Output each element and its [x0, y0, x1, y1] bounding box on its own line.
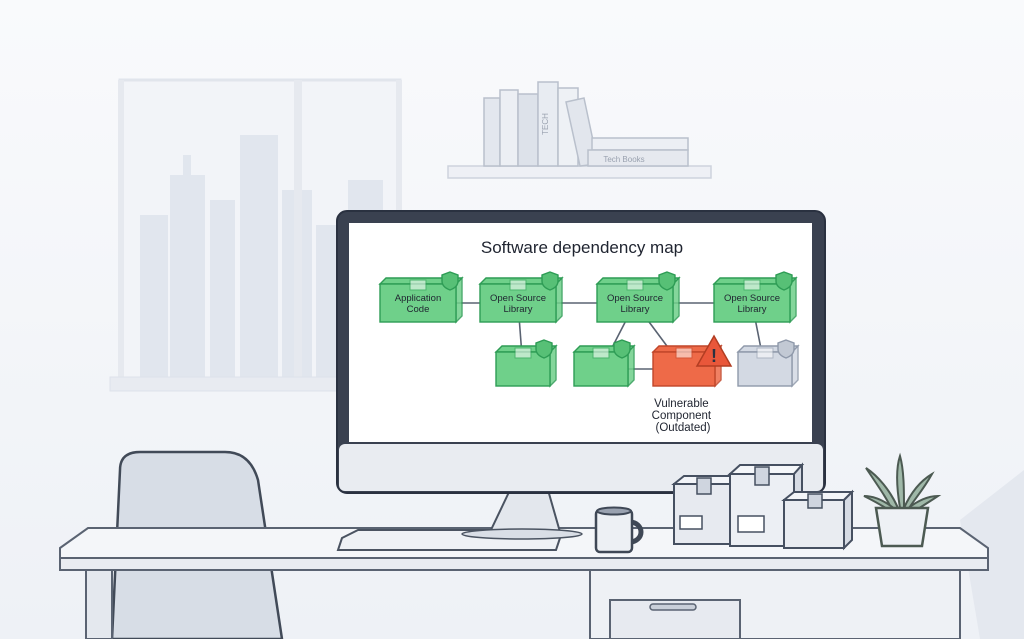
- node-label: Library: [737, 304, 766, 315]
- bookshelf: TECH Tech Books: [447, 81, 712, 179]
- diagram-title: Software dependency map: [481, 238, 683, 257]
- book-label: Tech Books: [603, 155, 644, 164]
- node-dep3: [736, 339, 800, 388]
- window: [109, 78, 411, 392]
- potted-plant: [863, 452, 942, 548]
- node-tape: [675, 347, 693, 359]
- node-label: Application: [395, 293, 441, 304]
- shield-icon: [535, 339, 553, 359]
- node-dep1: [494, 339, 558, 388]
- shield-icon: [541, 271, 559, 291]
- node-dep2: [572, 339, 636, 388]
- node-label: Library: [620, 304, 649, 315]
- node-label: Open Source: [724, 293, 780, 304]
- shield-icon: [441, 271, 459, 291]
- floor-shadow: [960, 470, 1024, 639]
- shield-icon: [658, 271, 676, 291]
- node-label: Open Source: [607, 293, 663, 304]
- shield-icon: [775, 271, 793, 291]
- shield-icon: [777, 339, 795, 359]
- box-stack: [671, 462, 855, 551]
- node-tape: [626, 279, 644, 291]
- node-tape: [756, 347, 774, 359]
- vulnerable-label-line: Component: [652, 410, 712, 422]
- node-label: Open Source: [490, 293, 546, 304]
- warning-symbol: !: [711, 346, 717, 366]
- node-label: Code: [407, 304, 430, 315]
- node-tape: [592, 347, 610, 359]
- node-tape: [409, 279, 427, 291]
- node-label: Library: [503, 304, 532, 315]
- coffee-mug: [594, 506, 644, 554]
- box: [781, 489, 855, 551]
- node-tape: [509, 279, 527, 291]
- warning-triangle-icon: [695, 334, 733, 367]
- node-tape: [743, 279, 761, 291]
- vulnerable-label-line: Vulnerable: [654, 398, 709, 410]
- vulnerability-warning: !: [695, 334, 733, 367]
- book-spine-text: TECH: [541, 113, 550, 135]
- vulnerable-label-line: (Outdated): [656, 422, 711, 434]
- node-tape: [514, 347, 532, 359]
- box: [727, 462, 805, 549]
- shield-icon: [613, 339, 631, 359]
- vulnerable-label: Vulnerable Component (Outdated): [652, 398, 715, 434]
